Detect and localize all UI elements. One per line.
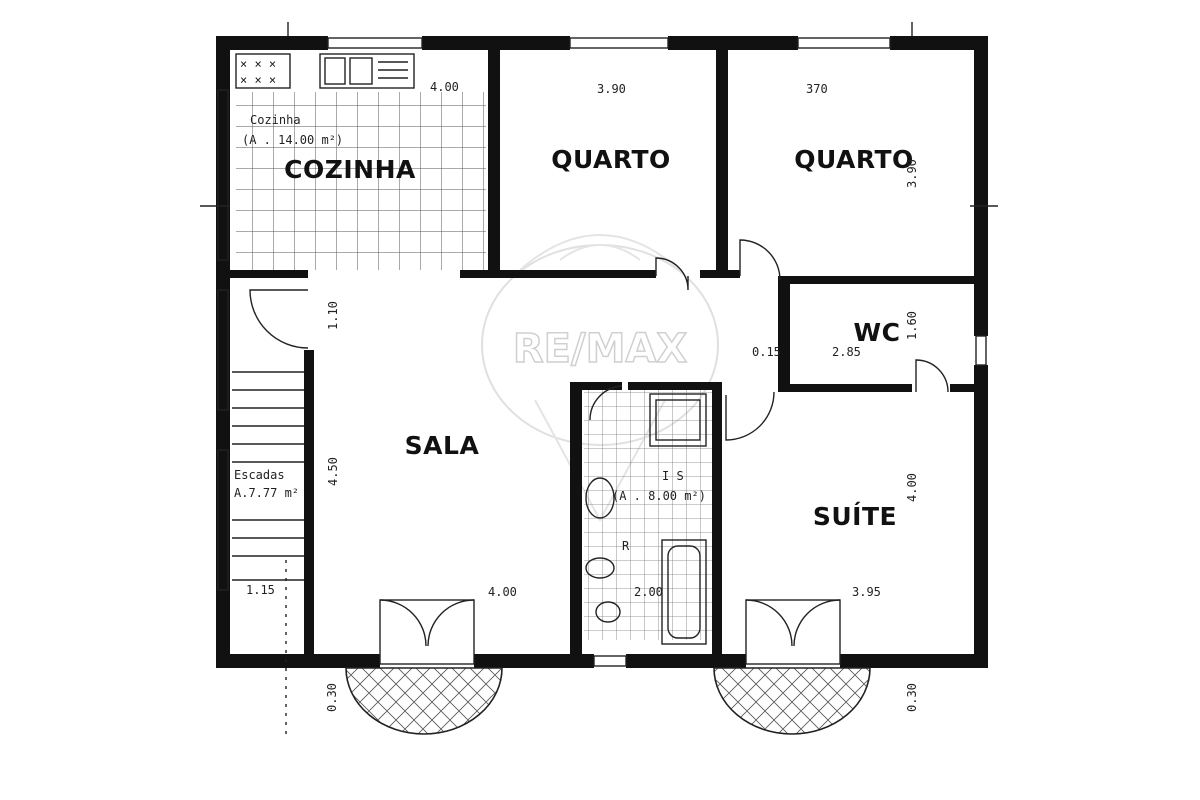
dim-door-clear: 1.10 — [326, 301, 340, 330]
door-swings — [249, 239, 949, 441]
windows — [217, 37, 987, 667]
interior-walls — [230, 50, 988, 654]
dim-wc-width: 2.85 — [832, 345, 861, 359]
room-wc: WC — [854, 318, 901, 347]
dim-quarto1-width: 3.90 — [597, 82, 626, 96]
bathroom-fixtures — [585, 393, 707, 645]
dim-cozinha-width: 4.00 — [430, 80, 459, 94]
dim-wc-depth: 1.60 — [905, 311, 919, 340]
dim-quarto2-depth: 3.90 — [905, 159, 919, 188]
room-quarto-2: QUARTO — [794, 145, 914, 174]
stairs — [232, 371, 304, 740]
svg-text:× × ×: × × × — [240, 57, 276, 71]
room-sala: SALA — [405, 431, 480, 460]
note-escadas-area: A.7.77 m² — [234, 486, 299, 500]
dim-quarto2-width: 370 — [806, 82, 828, 96]
bathroom-tiles — [584, 388, 714, 640]
kitchen-sink — [319, 53, 415, 89]
watermark-text: RE/MAX — [513, 326, 687, 372]
dim-hall: 0.15 — [752, 345, 781, 359]
dim-escadas-width: 1.15 — [246, 583, 275, 597]
dim-suite-width: 3.95 — [852, 585, 881, 599]
room-quarto-1: QUARTO — [551, 145, 671, 174]
dim-sala-depth: 4.50 — [326, 457, 340, 486]
note-is-area: (A . 8.00 m²) — [612, 489, 706, 503]
kitchen-stove: × × × × × × — [235, 53, 291, 89]
dim-balcony-right: 0.30 — [905, 683, 919, 712]
note-cozinha-area: (A . 14.00 m²) — [242, 133, 343, 147]
note-cozinha-name: Cozinha — [250, 113, 301, 127]
kitchen-tiles — [236, 92, 486, 270]
watermark-mark: R — [622, 539, 630, 553]
svg-text:× × ×: × × × — [240, 73, 276, 87]
dim-is-width: 2.00 — [634, 585, 663, 599]
french-doors — [379, 599, 841, 665]
dim-suite-depth: 4.00 — [905, 473, 919, 502]
room-suite: SUÍTE — [813, 502, 897, 531]
room-cozinha: COZINHA — [284, 155, 416, 184]
dim-sala-width: 4.00 — [488, 585, 517, 599]
balconies — [345, 667, 871, 735]
axis-lines — [200, 22, 998, 207]
note-escadas-name: Escadas — [234, 468, 285, 482]
note-is-name: I S — [662, 469, 684, 483]
outer-walls — [216, 36, 988, 668]
dim-balcony-left: 0.30 — [325, 683, 339, 712]
